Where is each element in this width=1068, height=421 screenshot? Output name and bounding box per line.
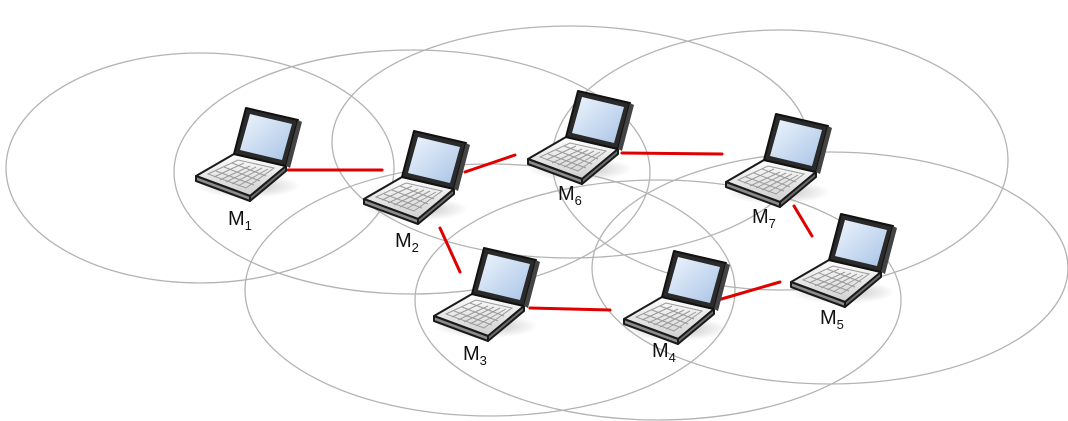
range-circle-m4 [414, 179, 902, 421]
node-label-m4: M4 [652, 340, 676, 365]
node-label-m3: M3 [463, 343, 487, 368]
link-m3-m2 [438, 226, 462, 274]
laptop-icon [623, 250, 731, 345]
link-m7-m5 [792, 204, 814, 238]
link-m6-m7 [620, 151, 724, 156]
node-m7: M7 [725, 113, 833, 231]
link-m2-m6 [463, 153, 517, 174]
node-m3: M3 [433, 247, 541, 368]
node-m4: M4 [623, 250, 731, 365]
laptop-icon [433, 247, 541, 342]
laptop-icon [527, 90, 635, 185]
node-m2: M2 [363, 130, 471, 255]
node-label-m2: M2 [395, 230, 419, 255]
range-circle-m2 [173, 49, 651, 295]
node-m6: M6 [527, 90, 635, 208]
node-label-m6: M6 [558, 183, 582, 208]
range-circle-m5 [591, 151, 1068, 385]
range-circle-m1 [5, 52, 395, 284]
link-m5-m4 [716, 280, 782, 302]
node-label-m1: M1 [228, 208, 252, 233]
node-label-m5: M5 [820, 307, 844, 332]
laptop-icon [195, 107, 303, 202]
node-m5: M5 [790, 213, 898, 332]
wireless-links [286, 151, 814, 312]
node-label-m7: M7 [752, 206, 776, 231]
radio-range-circles [5, 25, 1068, 421]
link-m4-m3 [528, 306, 612, 312]
node-m1: M1 [195, 107, 303, 233]
